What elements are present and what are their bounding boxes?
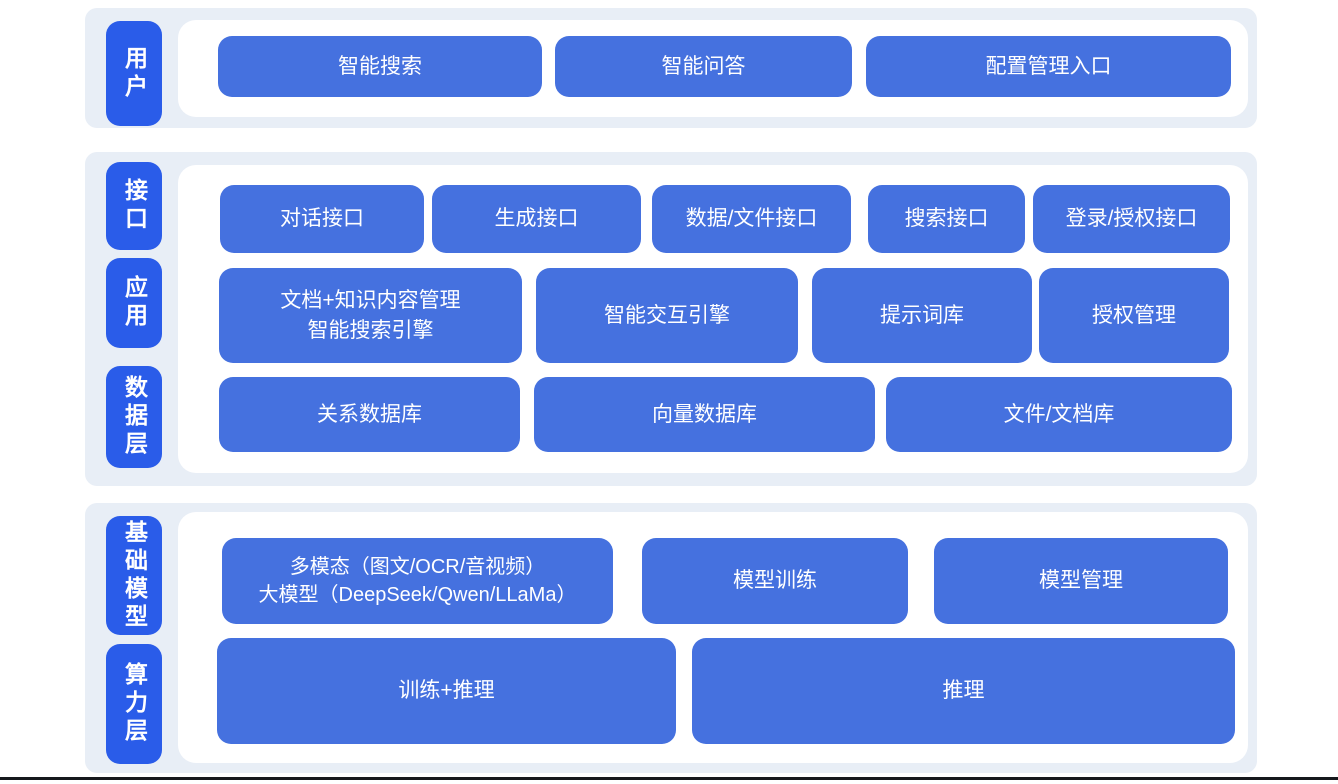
layer-label-user-text: 用户 [121,45,148,102]
block-smart-search: 智能搜索 [218,36,542,97]
layer-label-application-text: 应用 [121,275,148,331]
layer-label-user: 用户 [106,21,162,126]
layer-label-interface-text: 接口 [121,178,148,234]
block-multimodal-large-model: 多模态（图文/OCR/音视频） 大模型（DeepSeek/Qwen/LLaMa） [222,538,613,624]
block-smart-qa: 智能问答 [555,36,852,97]
block-authorization-management: 授权管理 [1039,268,1229,363]
block-login-auth-interface: 登录/授权接口 [1033,185,1230,253]
layer-label-data: 数据层 [106,366,162,468]
layer-label-foundation-model-text: 基础模型 [121,519,148,632]
block-vector-database: 向量数据库 [534,377,875,452]
block-training-plus-inference: 训练+推理 [217,638,676,744]
block-model-training: 模型训练 [642,538,908,624]
layer-label-interface: 接口 [106,162,162,250]
block-data-file-interface: 数据/文件接口 [652,185,851,253]
block-dialog-interface: 对话接口 [220,185,424,253]
block-generation-interface: 生成接口 [432,185,641,253]
block-relational-database: 关系数据库 [219,377,520,452]
layer-label-compute: 算力层 [106,644,162,764]
block-file-document-store: 文件/文档库 [886,377,1232,452]
block-model-management: 模型管理 [934,538,1228,624]
bottom-divider-line [0,777,1338,780]
block-smart-interaction-engine: 智能交互引擎 [536,268,798,363]
layer-label-data-text: 数据层 [121,375,148,459]
layer-label-application: 应用 [106,258,162,348]
layer-label-foundation-model: 基础模型 [106,516,162,635]
block-doc-knowledge-search-engine: 文档+知识内容管理 智能搜索引擎 [219,268,522,363]
layer-label-compute-text: 算力层 [121,662,148,746]
block-prompt-library: 提示词库 [812,268,1032,363]
block-search-interface: 搜索接口 [868,185,1025,253]
block-inference: 推理 [692,638,1235,744]
block-config-management-entry: 配置管理入口 [866,36,1231,97]
